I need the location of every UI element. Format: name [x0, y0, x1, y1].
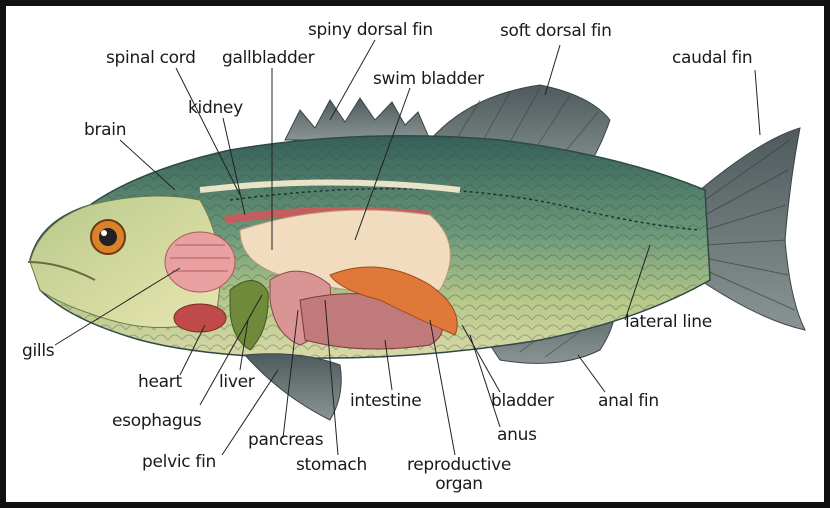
label-stomach: stomach: [296, 456, 367, 475]
gills-shape: [165, 232, 235, 292]
label-liver: liver: [219, 373, 254, 392]
label-lateral-line: lateral line: [625, 313, 712, 332]
spiny-dorsal-fin-shape: [285, 98, 430, 140]
heart-shape: [174, 304, 226, 332]
label-anus: anus: [497, 426, 537, 445]
label-reproductive-organ-line2: organ: [397, 475, 521, 494]
label-spiny-dorsal-fin: spiny dorsal fin: [308, 21, 433, 40]
label-gills: gills: [22, 342, 54, 361]
label-spinal-cord: spinal cord: [106, 49, 196, 68]
label-reproductive-organ-line1: reproductive: [397, 456, 521, 475]
caudal-fin-shape: [700, 128, 805, 330]
label-gallbladder: gallbladder: [222, 49, 314, 68]
label-brain: brain: [84, 121, 126, 140]
label-soft-dorsal-fin: soft dorsal fin: [500, 22, 612, 41]
label-pancreas: pancreas: [248, 431, 323, 450]
label-anal-fin: anal fin: [598, 392, 659, 411]
label-pelvic-fin: pelvic fin: [142, 453, 216, 472]
label-caudal-fin: caudal fin: [672, 49, 752, 68]
pelvic-fin-shape: [245, 354, 341, 420]
label-intestine: intestine: [350, 392, 421, 411]
label-heart: heart: [138, 373, 182, 392]
label-kidney: kidney: [188, 99, 243, 118]
label-swim-bladder: swim bladder: [373, 70, 484, 89]
label-reproductive-organ: reproductive organ: [397, 456, 521, 494]
label-bladder: bladder: [491, 392, 554, 411]
label-esophagus: esophagus: [112, 412, 201, 431]
